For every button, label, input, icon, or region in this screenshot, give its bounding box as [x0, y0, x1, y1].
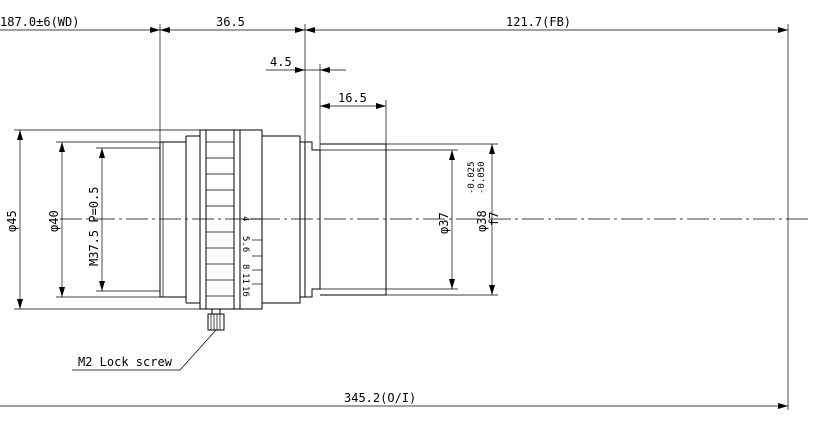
mount-outer-fit-label: f7: [487, 212, 501, 226]
aperture-scale: 4 5.6 8 11 16: [240, 216, 262, 297]
lens-body: [159, 129, 387, 331]
total-length-label: 345.2(O/I): [344, 391, 416, 405]
flange-offset-label: 4.5: [270, 55, 292, 69]
lock-screw-label: M2 Lock screw: [78, 355, 173, 369]
total-length-dimension: 345.2(O/I): [0, 391, 788, 409]
mount-length-label: 16.5: [338, 91, 367, 105]
mount-outer-tol-lower: -0.050: [477, 161, 487, 194]
flange-offset-dimension: 4.5: [266, 55, 346, 150]
mount-outer-tol-upper: -0.025: [467, 161, 477, 194]
focus-ring-knurl: [206, 141, 234, 297]
top-dimension-line: 187.0±6(WD) 36.5 121.7(FB): [0, 15, 789, 410]
aperture-label-4: 16: [240, 286, 250, 297]
aperture-label-1: 5.6: [240, 236, 250, 252]
front-barrel-outline: [159, 141, 187, 298]
aperture-label-3: 11: [240, 273, 250, 284]
mount-inner-diameter-dimension: φ37: [386, 149, 458, 290]
front-diameter-label: φ40: [47, 210, 61, 232]
mount-outer-diameter-label: φ38: [475, 210, 489, 232]
lock-screw-head: [207, 313, 225, 331]
mount-undercut: [305, 141, 321, 298]
mount-outer-diameter-dimension: φ38 -0.025 -0.050 f7: [386, 143, 501, 296]
working-distance-label: 187.0±6(WD): [0, 15, 79, 29]
outer-diameter-dimension: φ45: [5, 129, 200, 310]
front-diameter-dimension: φ40: [47, 141, 160, 298]
lock-screw-callout: M2 Lock screw: [72, 329, 217, 371]
aperture-label-0: 4: [240, 216, 250, 221]
outer-diameter-label: φ45: [5, 210, 19, 232]
flange-back-label: 121.7(FB): [506, 15, 571, 29]
mount-inner-diameter-label: φ37: [437, 212, 451, 234]
aperture-label-2: 8: [240, 264, 250, 269]
focus-ring-inner: [205, 130, 235, 309]
lock-screw-knurl: [210, 314, 221, 330]
front-length-label: 36.5: [216, 15, 245, 29]
mount-length-dimension: 16.5: [320, 91, 387, 144]
mount-thread: [320, 143, 387, 296]
filter-thread-dimension: M37.5 P=0.5: [87, 147, 160, 292]
aperture-ring-outline: [239, 129, 263, 310]
rear-body-outline: [261, 135, 301, 304]
filter-thread-label: M37.5 P=0.5: [87, 187, 101, 266]
